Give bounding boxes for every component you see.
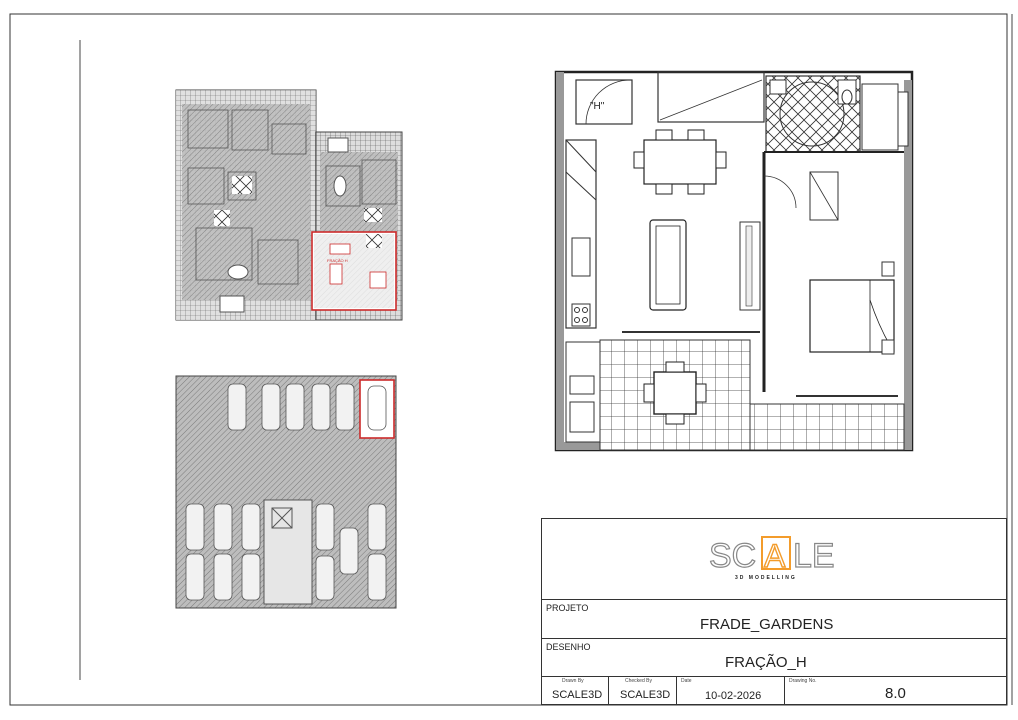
drawing-no-value: 8.0 — [885, 685, 906, 702]
logo-letters-left: SC — [709, 537, 756, 575]
unit-floor-plan: "H" — [554, 70, 914, 452]
desenho-row: DESENHO FRAÇÃO_H — [542, 638, 1006, 676]
sofa — [649, 219, 687, 311]
logo-accent-box — [761, 536, 791, 570]
sheet-border — [9, 13, 1008, 706]
drawn-by-label: Drawn By — [562, 678, 584, 684]
logo: SC A LE 3D MODELLING — [708, 527, 839, 587]
projeto-value: FRADE_GARDENS — [700, 616, 834, 633]
desenho-label: DESENHO — [546, 642, 591, 652]
parking-plan — [175, 375, 397, 609]
mini-unit-tag: FRAÇÃO H — [327, 258, 348, 263]
logo-letters-right: LE — [793, 537, 835, 575]
info-row: Drawn By SCALE3D Checked By SCALE3D Date… — [542, 676, 1006, 705]
checked-by-cell: Checked By SCALE3D — [608, 677, 676, 705]
checked-by-label: Checked By — [625, 678, 652, 684]
date-value: 10-02-2026 — [705, 690, 762, 702]
outdoor-table — [653, 371, 697, 415]
building-floor-plan: FRAÇÃO H — [175, 89, 403, 321]
date-label: Date — [681, 678, 692, 684]
projeto-row: PROJETO FRADE_GARDENS — [542, 599, 1006, 638]
logo-letter-accent: A — [764, 538, 786, 574]
logo-tagline: 3D MODELLING — [735, 575, 797, 581]
kitchen-counter — [565, 139, 597, 329]
desenho-value: FRAÇÃO_H — [725, 654, 807, 671]
dining-table — [643, 139, 717, 185]
unit-tag: "H" — [590, 101, 605, 112]
drawing-no-cell: Drawing No. 8.0 — [784, 677, 1007, 705]
projeto-label: PROJETO — [546, 603, 589, 613]
drawn-by-value: SCALE3D — [552, 689, 603, 701]
drawn-by-cell: Drawn By SCALE3D — [542, 677, 608, 705]
title-block: SC A LE 3D MODELLING PROJETO FRADE_GARDE… — [541, 518, 1007, 705]
checked-by-value: SCALE3D — [620, 689, 671, 701]
drawing-no-label: Drawing No. — [789, 678, 817, 684]
date-cell: Date 10-02-2026 — [676, 677, 784, 705]
bed — [809, 279, 895, 353]
